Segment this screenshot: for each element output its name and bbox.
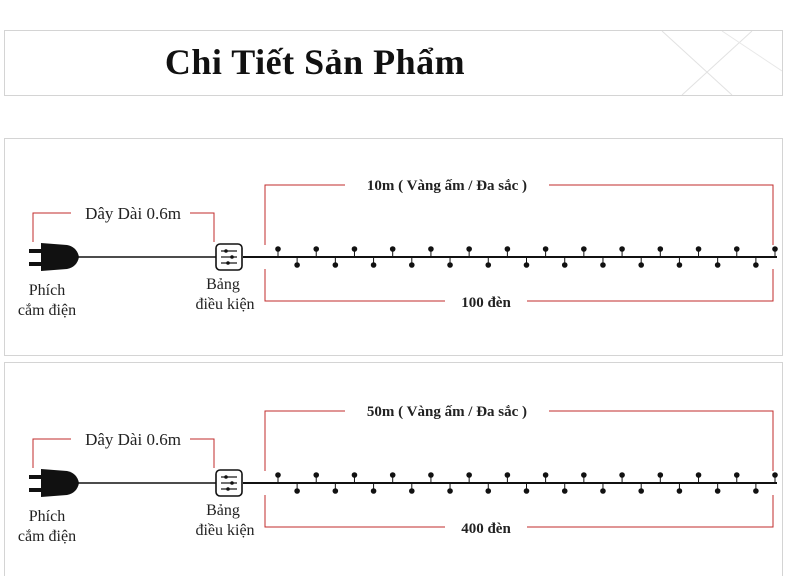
bulb-icon [676,488,683,494]
bulb-icon [638,262,644,268]
bulb-icon [332,262,339,268]
string-light-diagram: Dây Dài 0.6m 10m ( Vàng ấm / Đa sắc ) 10… [18,178,778,319]
bulb-icon [581,246,587,252]
bulb-icon [638,488,644,494]
bulb-icon [466,472,472,478]
bulb-count-label: 400 đèn [461,521,511,537]
bulb-icon [523,262,530,268]
bulb-icon [753,262,759,268]
bulb-icon [370,488,377,494]
plug-label-line2: cắm điện [18,528,76,545]
bulb-icon [600,488,606,494]
controller-box-icon [215,469,243,497]
bulb-icon [389,472,396,478]
bulb-icon [657,246,664,252]
plug-label-line2: cắm điện [18,302,76,319]
bulb-icon [753,488,759,494]
bulb-icon [370,262,377,268]
controller-label-line2: điều kiện [195,522,254,539]
power-plug-icon [29,243,79,271]
bulb-icon [542,246,549,252]
bulb-icon [275,246,281,252]
bulb-icon [428,472,434,478]
power-plug-icon [29,469,79,497]
cable-length-bracket [32,212,215,242]
controller-box-icon [215,243,243,271]
bulb-group [275,246,778,268]
bulb-icon [485,488,492,494]
bulb-icon [313,246,320,252]
bulb-icon [485,262,492,268]
bulb-icon [409,488,415,494]
bulb-icon [313,472,320,478]
bulb-count-label: 100 đèn [461,295,511,311]
bulb-icon [294,262,300,268]
bulb-icon [447,488,453,494]
cable-length-label: Dây Dài 0.6m [85,204,181,223]
bulb-group [275,472,778,494]
string-length-bracket [264,410,774,471]
bulb-icon [772,472,778,478]
bulb-icon [695,472,702,478]
page-title: Chi Tiết Sản Phẩm [164,42,466,82]
controller-label-line1: Bảng [206,502,240,519]
bulb-icon [561,488,568,494]
bulb-icon [294,488,300,494]
bulb-icon [772,246,778,252]
bulb-count-bracket [264,495,774,528]
cable-length-bracket [32,438,215,468]
bulb-icon [447,262,453,268]
bulb-icon [581,472,587,478]
string-light-diagram: Dây Dài 0.6m 50m ( Vàng ấm / Đa sắc ) 40… [18,404,778,545]
decorative-lines [661,31,782,95]
controller-label-line2: điều kiện [195,296,254,313]
bulb-icon [714,488,721,494]
bulb-icon [695,246,702,252]
bulb-icon [542,472,549,478]
cable-length-label: Dây Dài 0.6m [85,430,181,449]
product-panel-50m: Dây Dài 0.6m 50m ( Vàng ấm / Đa sắc ) 40… [4,362,783,576]
bulb-icon [466,246,472,252]
bulb-icon [733,472,740,478]
bulb-icon [504,246,511,252]
string-length-label: 10m ( Vàng ấm / Đa sắc ) [367,178,527,194]
string-length-bracket [264,184,774,245]
bulb-icon [275,472,281,478]
bulb-icon [733,246,740,252]
bulb-count-bracket [264,269,774,302]
title-banner: Chi Tiết Sản Phẩm [4,30,783,96]
string-length-label: 50m ( Vàng ấm / Đa sắc ) [367,404,527,420]
bulb-icon [619,246,625,252]
bulb-icon [351,246,358,252]
bulb-icon [714,262,721,268]
bulb-icon [389,246,396,252]
bulb-icon [332,488,339,494]
bulb-icon [428,246,434,252]
bulb-icon [619,472,625,478]
bulb-icon [351,472,358,478]
controller-label-line1: Bảng [206,276,240,293]
bulb-icon [657,472,664,478]
bulb-icon [561,262,568,268]
bulb-icon [600,262,606,268]
plug-label-line1: Phích [29,508,65,525]
bulb-icon [409,262,415,268]
plug-label-line1: Phích [29,282,65,299]
bulb-icon [504,472,511,478]
bulb-icon [523,488,530,494]
product-panel-10m: Dây Dài 0.6m 10m ( Vàng ấm / Đa sắc ) 10… [4,138,783,356]
bulb-icon [676,262,683,268]
